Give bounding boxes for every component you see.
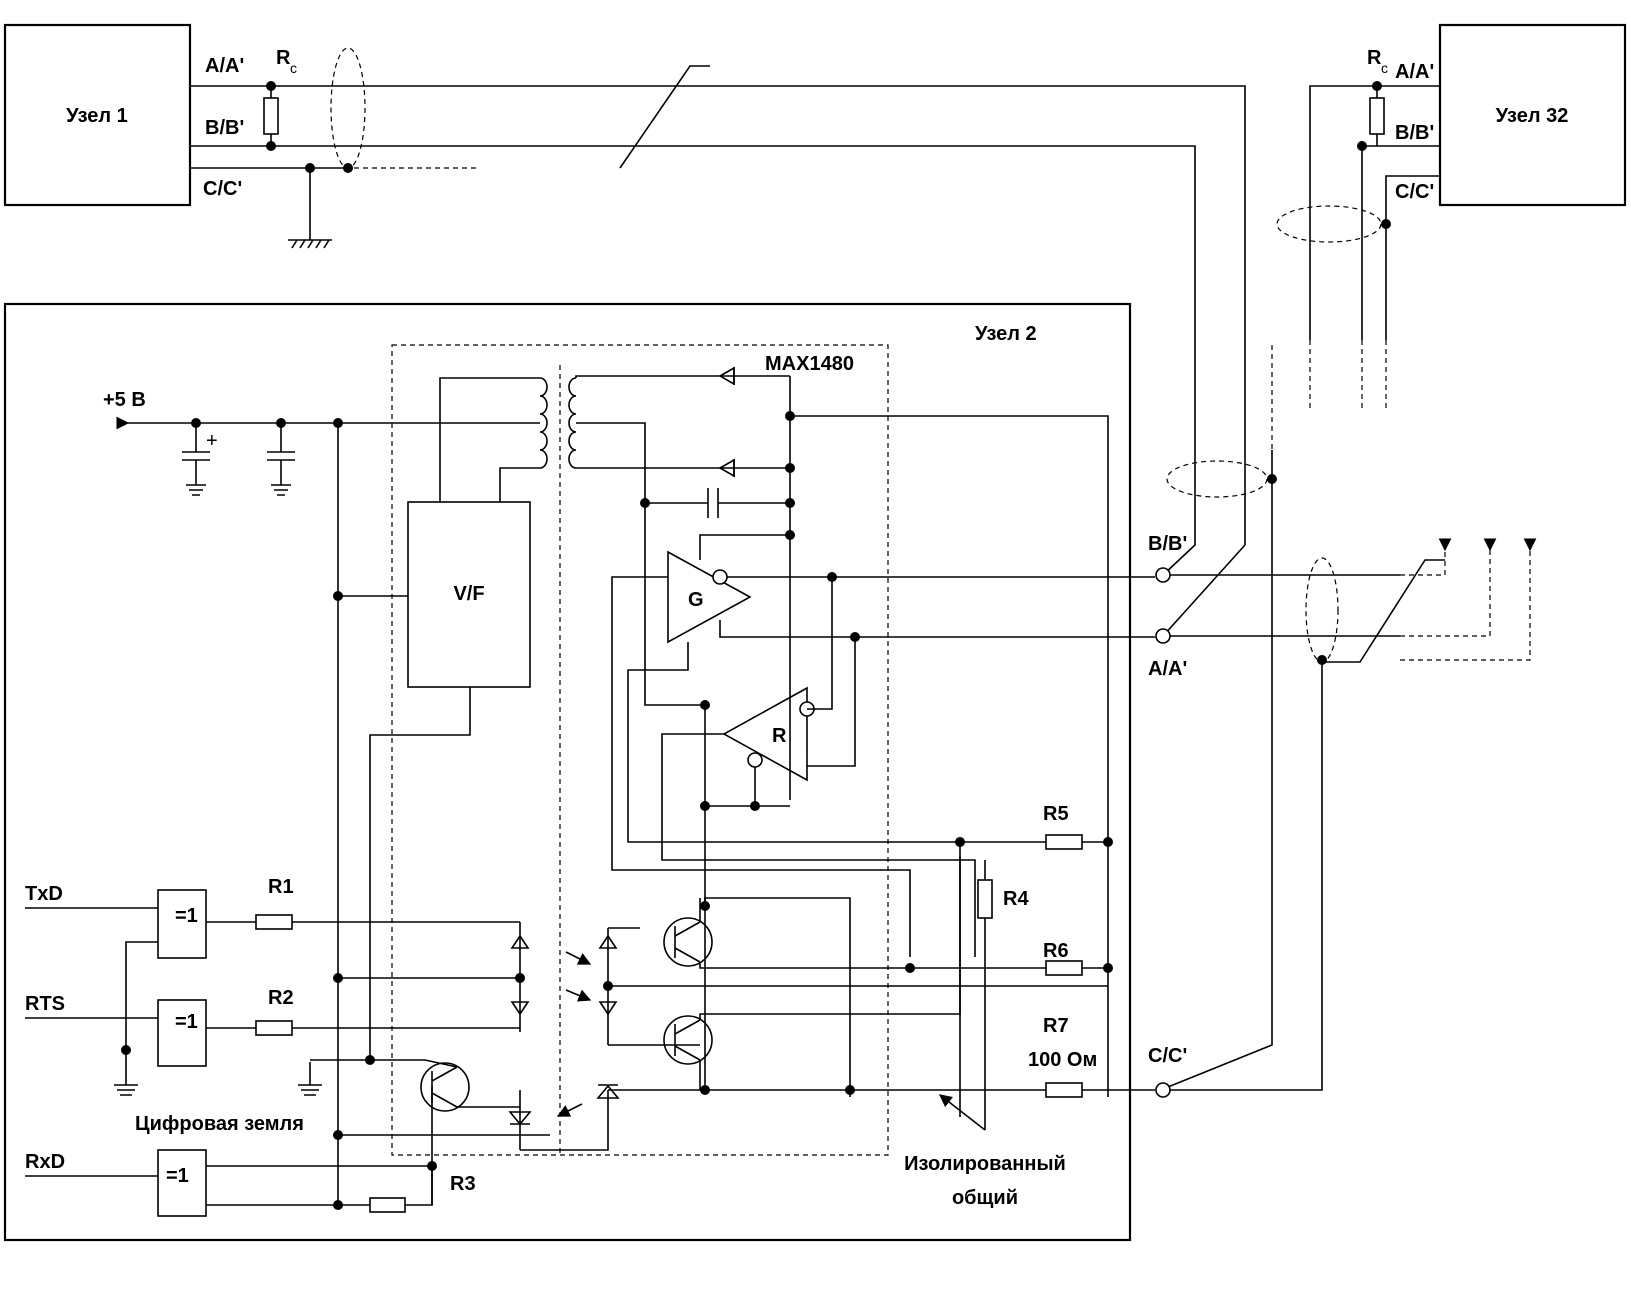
rts-gate-label: =1 bbox=[175, 1011, 198, 1033]
rxd-label: RxD bbox=[25, 1151, 65, 1173]
resistor-r7: R7 100 Ом bbox=[608, 1015, 1155, 1098]
r5-label: R5 bbox=[1043, 803, 1069, 825]
node1-rc-label: R bbox=[276, 47, 291, 69]
node32-title: Узел 32 bbox=[1496, 105, 1569, 127]
supply-capacitor bbox=[267, 418, 295, 496]
node32-rc-resistor bbox=[1276, 81, 1391, 243]
node32-pin-c: C/C' bbox=[1395, 181, 1434, 203]
svg-text:+: + bbox=[206, 430, 218, 452]
node32-pin-b: B/B' bbox=[1395, 122, 1434, 144]
node2-block: Узел 2 MAX1480 +5 В + V/F bbox=[3, 302, 1400, 1242]
rectifier-diode-top bbox=[718, 366, 735, 386]
node32-rc-subscript: c bbox=[1381, 60, 1388, 76]
output-transistor-bottom bbox=[663, 857, 961, 1090]
node2-title: Узел 2 bbox=[975, 323, 1037, 345]
supply-label: +5 В bbox=[103, 389, 146, 411]
node1-rc-subscript: c bbox=[290, 60, 297, 76]
cable-break-mark bbox=[619, 65, 710, 169]
rxd-xor-gate: RxD =1 R3 bbox=[25, 1130, 550, 1217]
opto-input-side bbox=[333, 922, 532, 1150]
supply-capacitor-polar: + bbox=[182, 418, 218, 496]
r7-value: 100 Ом bbox=[1028, 1049, 1097, 1071]
r1-label: R1 bbox=[268, 876, 294, 898]
node2-pin-b: B/B' bbox=[1148, 533, 1187, 555]
resistor-r4: R4 bbox=[977, 860, 1029, 1130]
line-receiver: R bbox=[661, 577, 976, 957]
isolated-common-line2: общий bbox=[952, 1187, 1018, 1209]
r4-label: R4 bbox=[1003, 888, 1029, 910]
node1-pin-a: A/A' bbox=[205, 55, 244, 77]
txd-gate-label: =1 bbox=[175, 905, 198, 927]
receiver-label: R bbox=[772, 725, 787, 747]
filter-capacitor bbox=[640, 488, 790, 518]
node32-block: Узел 32 A/A' B/B' C/C' R c bbox=[1276, 23, 1627, 410]
node2-bus-terminals: B/B' A/A' C/C' bbox=[1148, 533, 1400, 1098]
isolation-transformer bbox=[439, 375, 790, 503]
r2-label: R2 bbox=[268, 987, 294, 1009]
r3-label: R3 bbox=[450, 1173, 476, 1195]
receive-transistor bbox=[310, 1055, 520, 1205]
node1-pin-c: C/C' bbox=[203, 178, 242, 200]
driver-label: G bbox=[688, 589, 704, 611]
txd-xor-gate: TxD =1 R1 bbox=[25, 876, 520, 1050]
node1-pin-b: B/B' bbox=[205, 117, 244, 139]
rxd-gate-label: =1 bbox=[166, 1165, 189, 1187]
rts-label: RTS bbox=[25, 993, 65, 1015]
line-driver: G bbox=[611, 503, 1155, 1117]
vf-converter bbox=[407, 501, 531, 688]
isolated-common-line1: Изолированный bbox=[904, 1153, 1066, 1175]
resistor-r6: R6 bbox=[905, 940, 1113, 976]
node1-chassis-ground bbox=[288, 47, 366, 249]
rts-xor-gate: RTS =1 R2 bbox=[25, 987, 520, 1067]
node2-pin-c: C/C' bbox=[1148, 1045, 1187, 1067]
node1-block: Узел 1 A/A' B/B' C/C' R c bbox=[3, 23, 1246, 637]
node1-rc-resistor bbox=[263, 81, 279, 151]
output-transistor-top bbox=[663, 897, 1046, 1097]
r7-label: R7 bbox=[1043, 1015, 1069, 1037]
node32-rc-label: R bbox=[1367, 47, 1382, 69]
bus-continuation bbox=[1170, 538, 1537, 1091]
chip-label: MAX1480 bbox=[765, 353, 854, 375]
digital-ground: Цифровая земля bbox=[114, 1045, 322, 1135]
node32-pin-a: A/A' bbox=[1395, 61, 1434, 83]
resistor-r5: R5 bbox=[955, 803, 1113, 850]
node2-pin-a: A/A' bbox=[1148, 658, 1187, 680]
node1-title: Узел 1 bbox=[66, 105, 128, 127]
digital-ground-label: Цифровая земля bbox=[135, 1113, 304, 1135]
isolated-common-arrow bbox=[938, 1094, 986, 1131]
opto-arrows bbox=[556, 951, 592, 1117]
opto-isolated-side bbox=[520, 927, 700, 1151]
rectifier-diode-bottom bbox=[718, 458, 735, 478]
txd-label: TxD bbox=[25, 883, 63, 905]
vf-label: V/F bbox=[453, 583, 484, 605]
r6-label: R6 bbox=[1043, 940, 1069, 962]
